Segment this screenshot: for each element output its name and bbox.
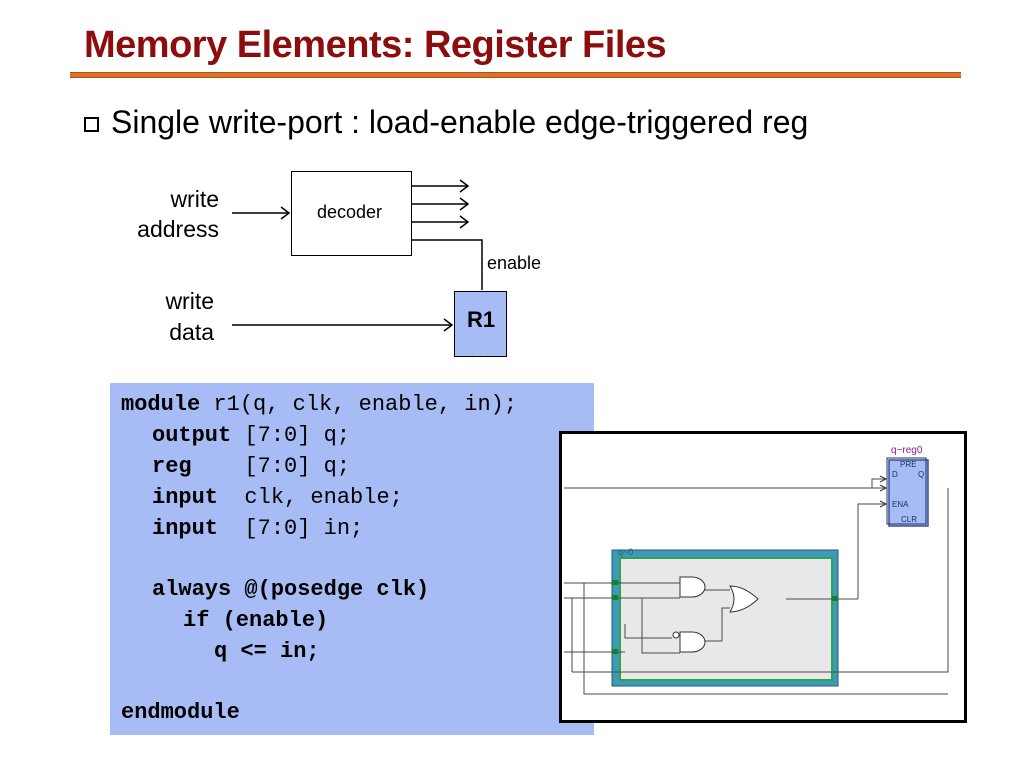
write-data-label: write (146, 286, 214, 316)
verilog-code-panel (110, 383, 594, 735)
pin-clr-label: CLR (901, 515, 918, 524)
checkbox-bullet-icon (84, 117, 99, 132)
bullet-text: Single write-port : load-enable edge-tri… (111, 104, 809, 140)
write-address-line1: write (170, 186, 219, 212)
pin-ena-label: ENA (892, 500, 909, 509)
decoder-block (291, 171, 412, 256)
code-line-6: always @(posedge clk) (152, 577, 430, 602)
pin-pre-label: PRE (900, 460, 917, 469)
code-keyword: module (121, 392, 201, 417)
code-line-4: input clk, enable; (152, 485, 403, 511)
code-text: r1(q, clk, enable, in); (200, 392, 518, 417)
decoder-label: decoder (317, 202, 383, 222)
register-r1-label: R1 (467, 307, 496, 332)
pin-q-label: Q (918, 470, 925, 479)
title-rule (70, 72, 961, 78)
pin-d-label: D (892, 470, 898, 479)
enable-label: enable (487, 253, 542, 273)
write-address-line2: address (137, 216, 219, 242)
code-line-8: q <= in; (214, 639, 320, 664)
code-line-9: endmodule (121, 700, 240, 725)
code-line-2: output [7:0] q; (152, 423, 350, 449)
slide-title: Memory Elements: Register Files (84, 24, 667, 66)
register-q-reg0 (888, 459, 929, 527)
code-text: clk, enable; (218, 485, 403, 510)
rtl-schematic (564, 457, 949, 695)
write-address-label-2: address (120, 214, 219, 244)
write-data-line1: write (165, 288, 214, 314)
code-text: [7:0] in; (218, 516, 364, 541)
bullet-item: Single write-port : load-enable edge-tri… (84, 104, 808, 141)
write-address-label: write (150, 184, 219, 214)
code-line-5: input [7:0] in; (152, 516, 363, 542)
code-line-7: if (enable) (183, 608, 329, 633)
write-data-label-2: data (146, 317, 214, 347)
code-line-3: reg [7:0] q; (152, 454, 350, 480)
write-data-line2: data (169, 319, 214, 345)
code-line-1: module r1(q, clk, enable, in); (121, 392, 517, 418)
code-keyword: input (152, 516, 219, 541)
rtl-schematic-panel: q~reg0 PRE D Q ENA CLR q~0 (559, 431, 967, 723)
code-text: [7:0] q; (191, 454, 351, 479)
code-keyword: reg (152, 454, 192, 479)
code-keyword: input (152, 485, 219, 510)
logic-block-label: q~0 (618, 547, 634, 557)
register-name-label: q~reg0 (891, 445, 923, 456)
code-text: [7:0] q; (231, 423, 351, 448)
code-keyword: output (152, 423, 232, 448)
register-r1-block (454, 291, 507, 357)
